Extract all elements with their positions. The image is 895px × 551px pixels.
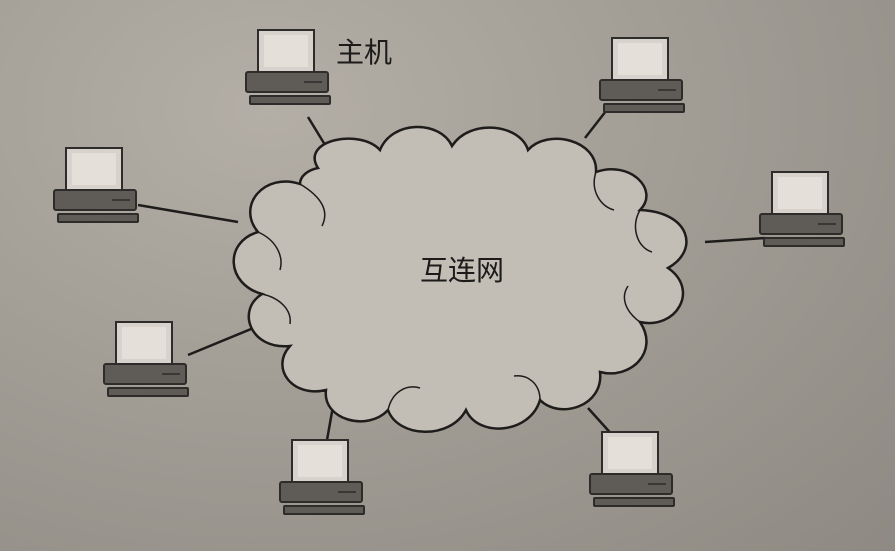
cloud-label: 互连网: [420, 254, 504, 287]
computer-icon: [589, 431, 675, 507]
link-right: [704, 236, 766, 244]
host-top-right: [599, 37, 685, 113]
host-left-upper: [53, 147, 139, 223]
internet-cloud: 互连网: [232, 125, 688, 433]
computer-icon: [759, 171, 845, 247]
computer-icon: [279, 439, 365, 515]
computer-icon: [599, 37, 685, 113]
link-top-right: [584, 110, 607, 139]
computer-icon: [103, 321, 189, 397]
host-top-left: [245, 29, 331, 105]
computer-icon: [53, 147, 139, 223]
link-left-upper: [137, 203, 239, 224]
host-label: 主机: [336, 36, 392, 69]
host-right: [759, 171, 845, 247]
host-left-lower: [103, 321, 189, 397]
host-bottom-right: [589, 431, 675, 507]
computer-icon: [245, 29, 331, 105]
host-bottom-left: [279, 439, 365, 515]
